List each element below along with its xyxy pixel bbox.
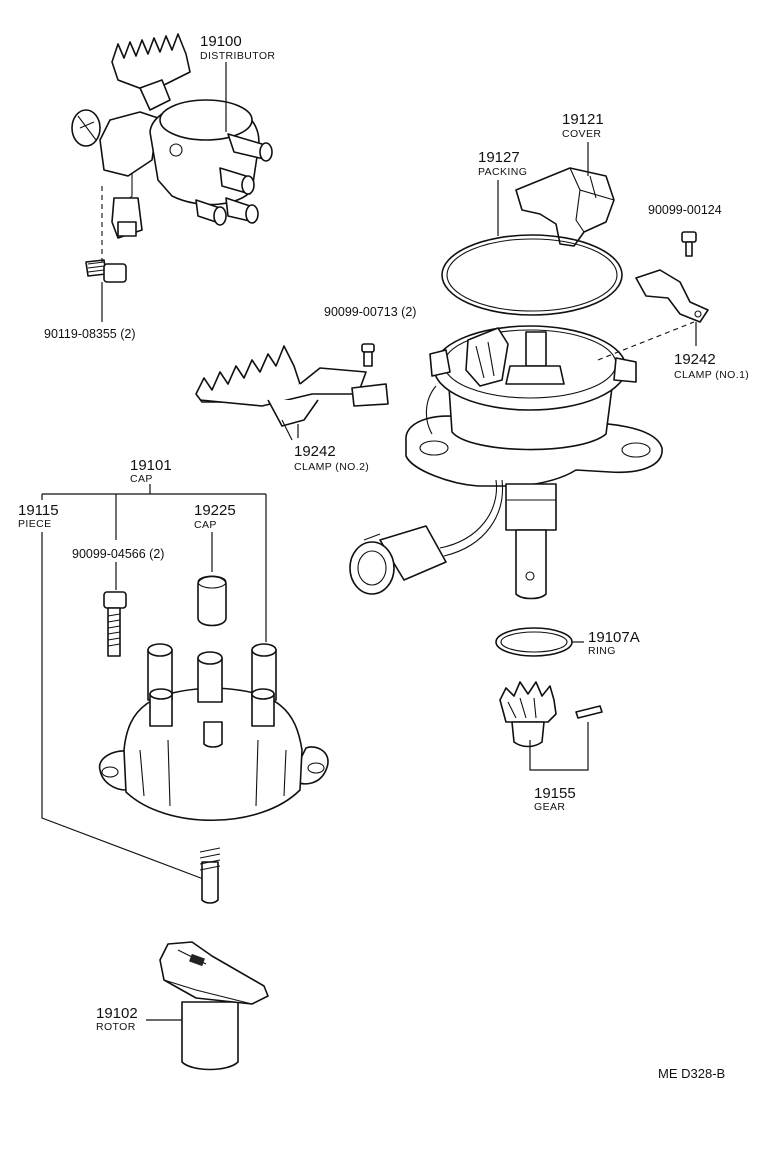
- distributor-cap-illustration[interactable]: [98, 643, 329, 821]
- gear-name: GEAR: [534, 801, 565, 813]
- clamp-no2-name: CLAMP (NO.2): [294, 461, 369, 473]
- packing-number: 19127: [478, 149, 520, 166]
- clamp-no2-number: 19242: [294, 443, 336, 460]
- piece-name: PIECE: [18, 518, 52, 530]
- clamp-no2-illustration[interactable]: [195, 345, 389, 441]
- connector-illustration[interactable]: [349, 525, 447, 595]
- screw-90099-00713-illustration[interactable]: [361, 343, 375, 367]
- cover-name: COVER: [562, 128, 601, 140]
- cover-number: 19121: [562, 111, 604, 128]
- rotor-name: ROTOR: [96, 1021, 136, 1033]
- distributor-name: DISTRIBUTOR: [200, 50, 275, 62]
- bolt-90119-08355-code: 90119-08355 (2): [44, 327, 136, 341]
- diagram-reference-code: ME D328-B: [658, 1066, 725, 1081]
- gear-bracket: [529, 722, 589, 771]
- rotor-illustration[interactable]: [159, 941, 269, 1071]
- distributor-number: 19100: [200, 33, 242, 50]
- bolt-90119-08355-illustration[interactable]: [85, 259, 127, 283]
- packing-name: PACKING: [478, 166, 527, 178]
- cap-small-name: CAP: [194, 519, 217, 531]
- small-cap-illustration[interactable]: [197, 575, 227, 627]
- cap-assy-name: CAP: [130, 473, 153, 485]
- rotor-number: 19102: [96, 1005, 138, 1022]
- bolt-90099-00124-illustration[interactable]: [681, 231, 697, 257]
- distributor-assembly-illustration[interactable]: [71, 33, 273, 239]
- ring-number: 19107A: [588, 629, 640, 646]
- distributor-housing-illustration[interactable]: [405, 325, 663, 600]
- piece-spring-illustration[interactable]: [199, 847, 221, 904]
- screw-90099-00713-code: 90099-00713 (2): [324, 305, 416, 319]
- bolt-90099-00124-code: 90099-00124: [648, 203, 722, 217]
- ring-name: RING: [588, 645, 616, 657]
- packing-ring-illustration[interactable]: [441, 234, 623, 316]
- clamp-no1-number: 19242: [674, 351, 716, 368]
- screw-90099-04566-illustration[interactable]: [103, 591, 127, 657]
- cap-assy-number: 19101: [130, 457, 172, 474]
- ring-illustration[interactable]: [495, 627, 573, 657]
- gear-number: 19155: [534, 785, 576, 802]
- screw-90099-04566-code: 90099-04566 (2): [72, 547, 164, 561]
- clamp-no1-name: CLAMP (NO.1): [674, 369, 749, 381]
- piece-leader: [41, 532, 207, 881]
- cover-illustration[interactable]: [515, 167, 615, 247]
- gear-illustration[interactable]: [499, 681, 557, 748]
- clamp-no1-illustration[interactable]: [635, 269, 709, 323]
- gear-pin-illustration[interactable]: [575, 705, 603, 719]
- cap-small-number: 19225: [194, 502, 236, 519]
- piece-number: 19115: [18, 502, 59, 519]
- cap-assy-bracket: [41, 484, 267, 642]
